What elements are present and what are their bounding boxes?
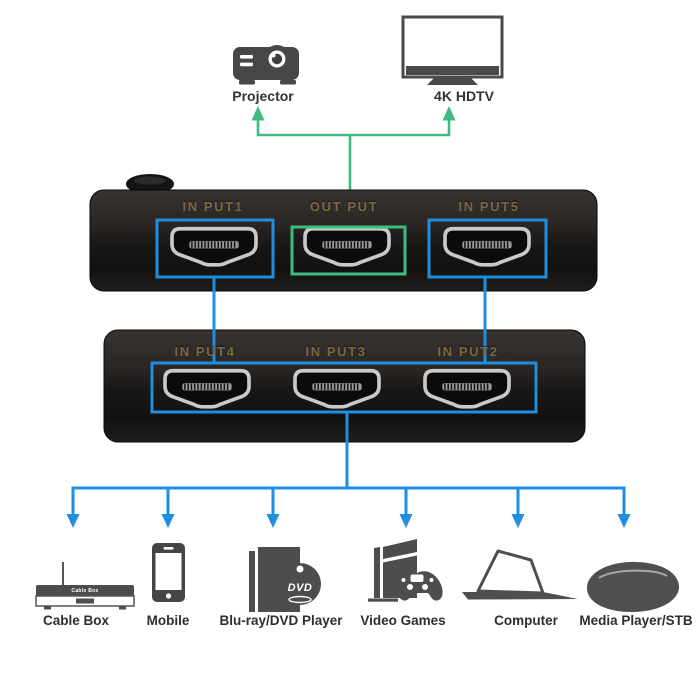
port-label-input4: IN PUT4	[174, 344, 236, 359]
source-label-dvd-player: Blu-ray/DVD Player	[219, 613, 343, 628]
source-label-computer: Computer	[494, 613, 558, 628]
port-label-output: OUT PUT	[309, 199, 379, 214]
video-games-icon	[368, 539, 443, 602]
cable-box-badge-text: Cable Box	[71, 587, 99, 594]
switch-front	[89, 174, 598, 292]
projector-icon	[233, 45, 299, 85]
input-connector-lines	[71, 277, 626, 516]
port-label-input1: IN PUT1	[182, 199, 244, 214]
port-label-input2: IN PUT2	[437, 344, 499, 359]
dvd-logo-text: DVD	[287, 582, 313, 594]
tv-label: 4K HDTV	[434, 88, 494, 104]
output-arrowheads	[251, 106, 456, 121]
port-label-input5: IN PUT5	[458, 199, 520, 214]
source-label-media-player: Media Player/STB	[579, 613, 693, 628]
port-label-input3: IN PUT3	[305, 344, 367, 359]
inputs-highlight-box	[150, 361, 538, 414]
source-label-cable-box: Cable Box	[42, 613, 110, 628]
input-arrowheads	[66, 514, 631, 528]
media-player-icon	[586, 561, 680, 612]
tv-icon	[401, 15, 504, 85]
computer-icon	[462, 549, 578, 600]
dvd-player-icon	[249, 547, 321, 612]
switch-back	[103, 329, 586, 443]
projector-label: Projector	[232, 88, 294, 104]
source-label-mobile: Mobile	[146, 613, 190, 628]
output-highlight-box	[290, 225, 407, 276]
mobile-icon	[152, 543, 185, 602]
input5-highlight-box	[427, 218, 548, 279]
cable-box-icon	[35, 562, 135, 610]
source-label-video-games: Video Games	[360, 613, 446, 628]
